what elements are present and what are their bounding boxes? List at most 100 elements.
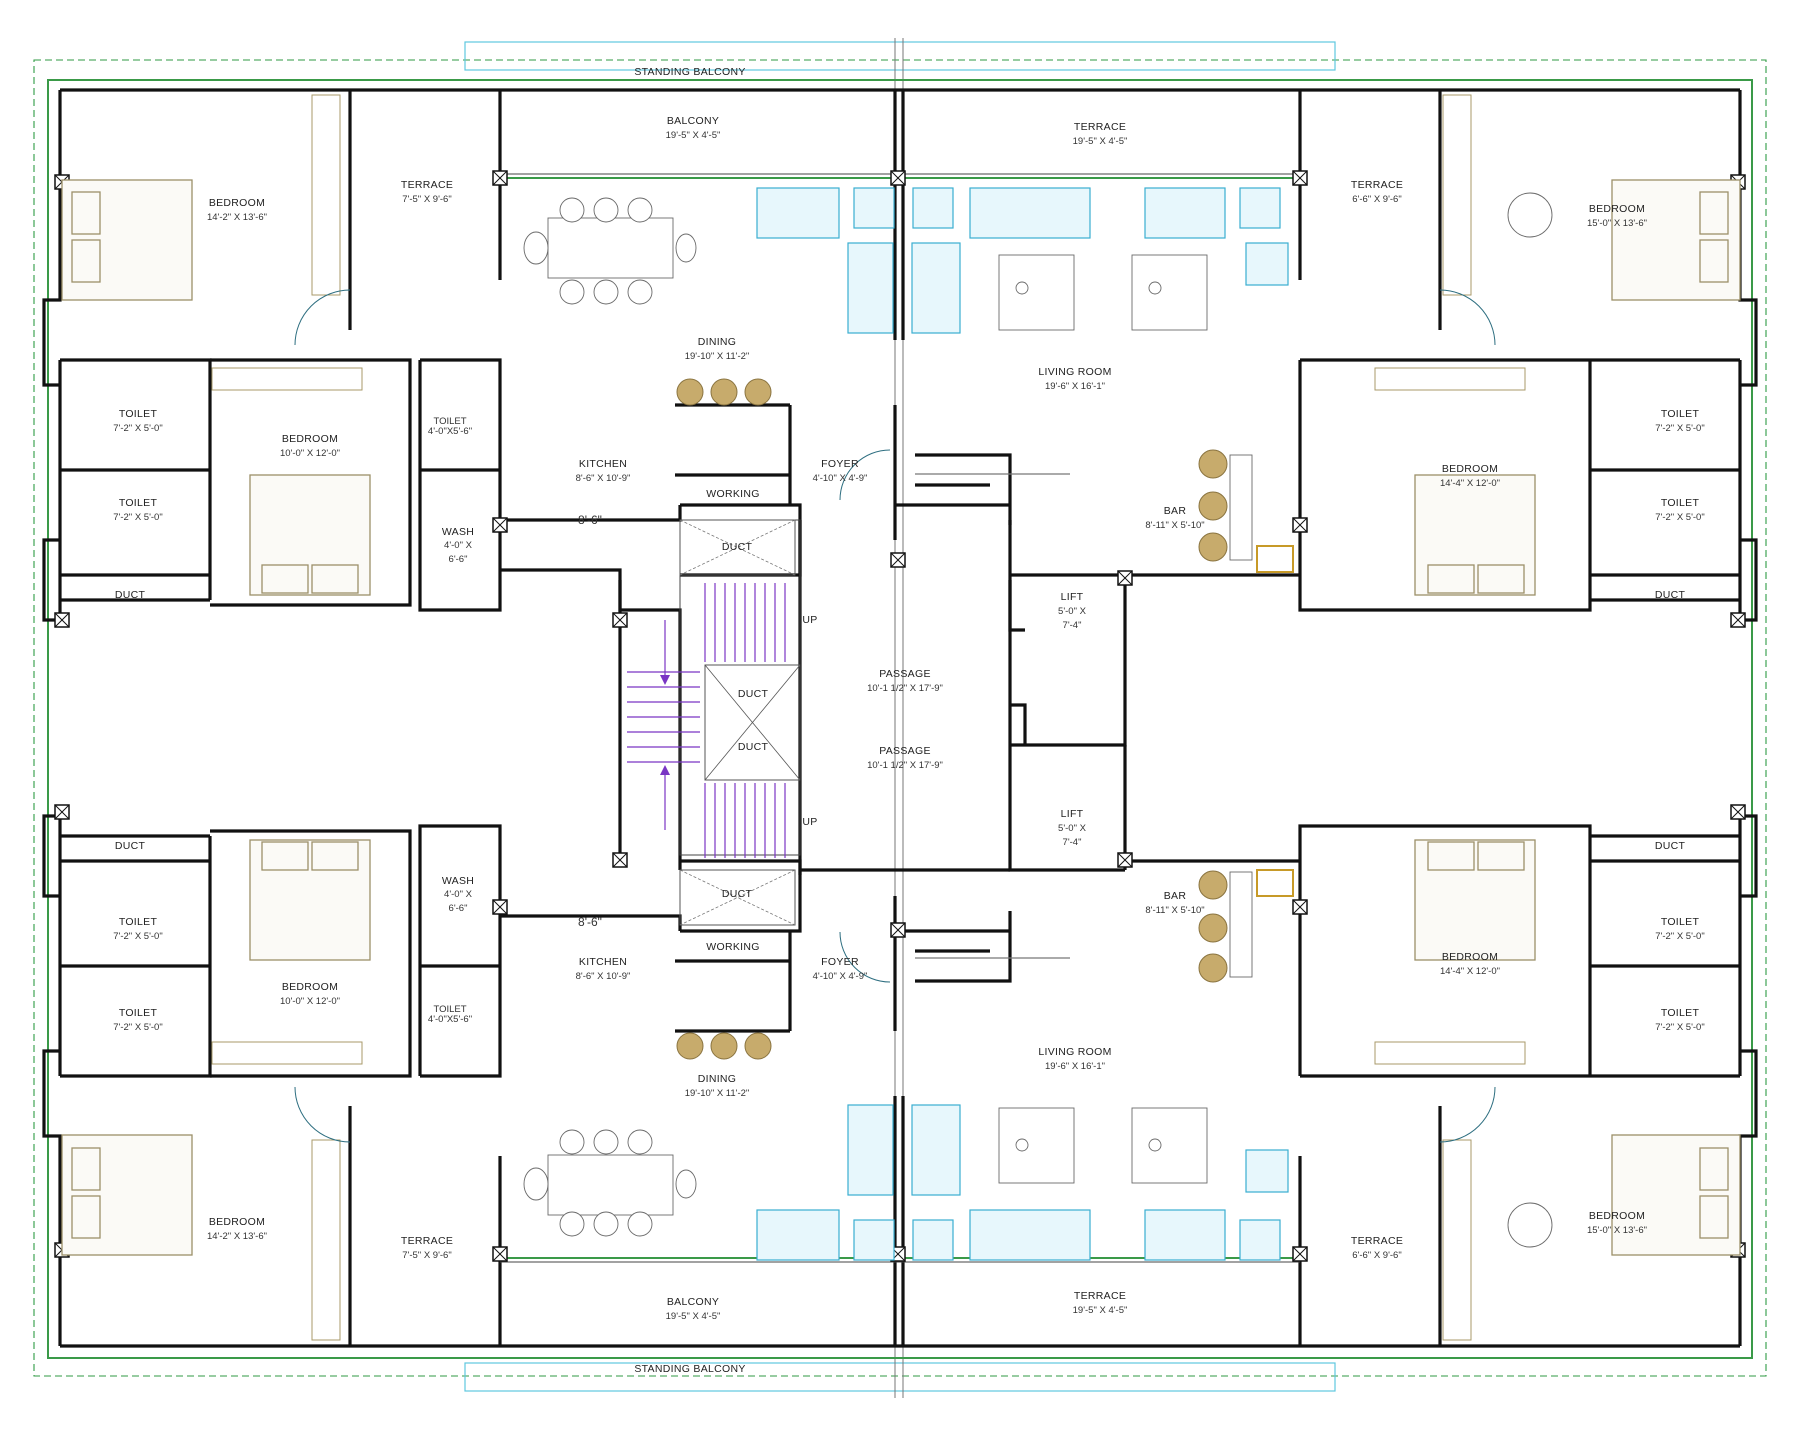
column-cross — [1117, 852, 1133, 868]
label-duct-core-top: DUCT — [722, 541, 753, 553]
label-toilet-4: TOILET — [1661, 497, 1700, 509]
label-toilet-2: TOILET — [119, 497, 158, 509]
core-walls — [618, 580, 1127, 872]
label-passage-bottom-dim: 10'-1 1/2" X 17'-9" — [867, 760, 943, 771]
label-balcony-bottom-dim: 19'-5" X 4'-5" — [666, 1311, 721, 1322]
label-wash-bottom: WASH — [442, 875, 474, 887]
label-bedroom-br: BEDROOM — [1589, 1210, 1645, 1222]
column-cross — [612, 612, 628, 628]
label-working-top: WORKING — [706, 488, 759, 500]
label-wash-top-dim2: 6'-6" — [449, 554, 468, 565]
label-toilet-1: TOILET — [119, 408, 158, 420]
label-balcony-top: BALCONY — [667, 115, 719, 127]
label-toilet-small-top: TOILET — [433, 416, 466, 427]
label-bedroom-ml-top: BEDROOM — [282, 433, 338, 445]
label-terrace-right-top: TERRACE — [1351, 179, 1403, 191]
label-toilet-8-dim: 7'-2" X 5'-0" — [1655, 1022, 1704, 1033]
label-bedroom-tr: BEDROOM — [1589, 203, 1645, 215]
label-terrace-mid-bottom: TERRACE — [1074, 1290, 1126, 1302]
label-terrace-right-bottom: TERRACE — [1351, 1235, 1403, 1247]
label-duct-br: DUCT — [1655, 840, 1686, 852]
label-duct-bl: DUCT — [115, 840, 146, 852]
label-foyer-bottom-dim: 4'-10" X 4'-9" — [813, 971, 868, 982]
label-wash-top: WASH — [442, 526, 474, 538]
label-dining-bottom: DINING — [698, 1073, 737, 1085]
label-standing-balcony-bottom: STANDING BALCONY — [634, 1363, 745, 1375]
building-edge — [47, 79, 1753, 1359]
label-duct-tl: DUCT — [115, 589, 146, 601]
label-toilet-5: TOILET — [119, 916, 158, 928]
label-bedroom-bl-dim: 14'-2" X 13'-6" — [207, 1231, 267, 1242]
label-passage-top-dim: 10'-1 1/2" X 17'-9" — [867, 683, 943, 694]
label-dining-top-dim: 19'-10" X 11'-2" — [685, 351, 750, 362]
label-balcony-top-dim: 19'-5" X 4'-5" — [666, 130, 721, 141]
standing-balcony-bottom-outline — [464, 1362, 1336, 1392]
label-wash-bottom-dim2: 6'-6" — [449, 903, 468, 914]
label-bedroom-ml-top-dim: 10'-0" X 12'-0" — [280, 448, 340, 459]
label-lift-bottom-dim2: 7'-4" — [1063, 837, 1082, 848]
label-toilet-2-dim: 7'-2" X 5'-0" — [113, 512, 162, 523]
column-cross — [1292, 1246, 1308, 1262]
label-wash-bottom-dim1: 4'-0" X — [444, 889, 473, 900]
label-living-top-dim: 19'-6" X 16'-1" — [1045, 381, 1105, 392]
label-bedroom-tl: BEDROOM — [209, 197, 265, 209]
label-terrace-left-bottom-dim: 7'-5" X 9'-6" — [402, 1250, 451, 1261]
label-terrace-right-bottom-dim: 6'-6" X 9'-6" — [1352, 1250, 1401, 1261]
label-living-top: LIVING ROOM — [1038, 366, 1111, 378]
label-bedroom-br-dim: 15'-0" X 13'-6" — [1587, 1225, 1647, 1236]
label-bar-top: BAR — [1164, 505, 1187, 517]
label-living-bottom-dim: 19'-6" X 16'-1" — [1045, 1061, 1105, 1072]
label-lift-bottom-dim1: 5'-0" X — [1058, 823, 1087, 834]
label-passage-top: PASSAGE — [879, 668, 931, 680]
column-cross — [1292, 899, 1308, 915]
label-dining-top: DINING — [698, 336, 737, 348]
label-foyer-bottom: FOYER — [821, 956, 859, 968]
label-toilet-8: TOILET — [1661, 1007, 1700, 1019]
label-toilet-7: TOILET — [119, 1007, 158, 1019]
label-kitchen-bottom: KITCHEN — [579, 956, 627, 968]
column-cross — [1292, 517, 1308, 533]
standing-balcony-top-outline — [464, 41, 1336, 71]
label-kitchen-bottom-dim: 8'-6" X 10'-9" — [576, 971, 631, 982]
label-lift-bottom: LIFT — [1061, 808, 1084, 820]
column-cross — [1730, 804, 1746, 820]
label-terrace-left-top: TERRACE — [401, 179, 453, 191]
label-bedroom-mr-top: BEDROOM — [1442, 463, 1498, 475]
label-kitchen-top-dim: 8'-6" X 10'-9" — [576, 473, 631, 484]
label-bar-bottom: BAR — [1164, 890, 1187, 902]
column-cross — [1292, 170, 1308, 186]
label-toilet-5-dim: 7'-2" X 5'-0" — [113, 931, 162, 942]
label-working-bottom: WORKING — [706, 941, 759, 953]
label-foyer-top: FOYER — [821, 458, 859, 470]
label-terrace-mid-top-dim: 19'-5" X 4'-5" — [1073, 136, 1128, 147]
staircase — [627, 519, 801, 858]
label-bedroom-ml-bottom-dim: 10'-0" X 12'-0" — [280, 996, 340, 1007]
label-terrace-left-top-dim: 7'-5" X 9'-6" — [402, 194, 451, 205]
label-terrace-mid-top: TERRACE — [1074, 121, 1126, 133]
column-cross — [54, 804, 70, 820]
ducts — [679, 519, 796, 926]
label-duct-core-bottom: DUCT — [722, 888, 753, 900]
label-terrace-left-bottom: TERRACE — [401, 1235, 453, 1247]
label-dining-bottom-dim: 19'-10" X 11'-2" — [685, 1088, 750, 1099]
furniture-top — [61, 94, 1741, 596]
label-toilet-small-bottom: TOILET — [433, 1004, 466, 1015]
label-kitchen-width-bottom: 8'-6" — [578, 915, 602, 929]
label-toilet-6: TOILET — [1661, 916, 1700, 928]
label-kitchen-top: KITCHEN — [579, 458, 627, 470]
label-terrace-mid-bottom-dim: 19'-5" X 4'-5" — [1073, 1305, 1128, 1316]
label-wash-top-dim1: 4'-0" X — [444, 540, 473, 551]
column-cross — [612, 852, 628, 868]
label-lift-top-dim1: 5'-0" X — [1058, 606, 1087, 617]
label-toilet-4-dim: 7'-2" X 5'-0" — [1655, 512, 1704, 523]
label-living-bottom: LIVING ROOM — [1038, 1046, 1111, 1058]
site-boundary — [33, 59, 1767, 1377]
label-balcony-bottom: BALCONY — [667, 1296, 719, 1308]
label-up-top: UP — [802, 614, 817, 626]
label-duct-core-mid1: DUCT — [738, 688, 769, 700]
label-bar-top-dim: 8'-11" X 5'-10" — [1145, 520, 1204, 531]
column-cross — [492, 517, 508, 533]
label-toilet-7-dim: 7'-2" X 5'-0" — [113, 1022, 162, 1033]
labels: STANDING BALCONY BALCONY 19'-5" X 4'-5" … — [113, 66, 1704, 1375]
